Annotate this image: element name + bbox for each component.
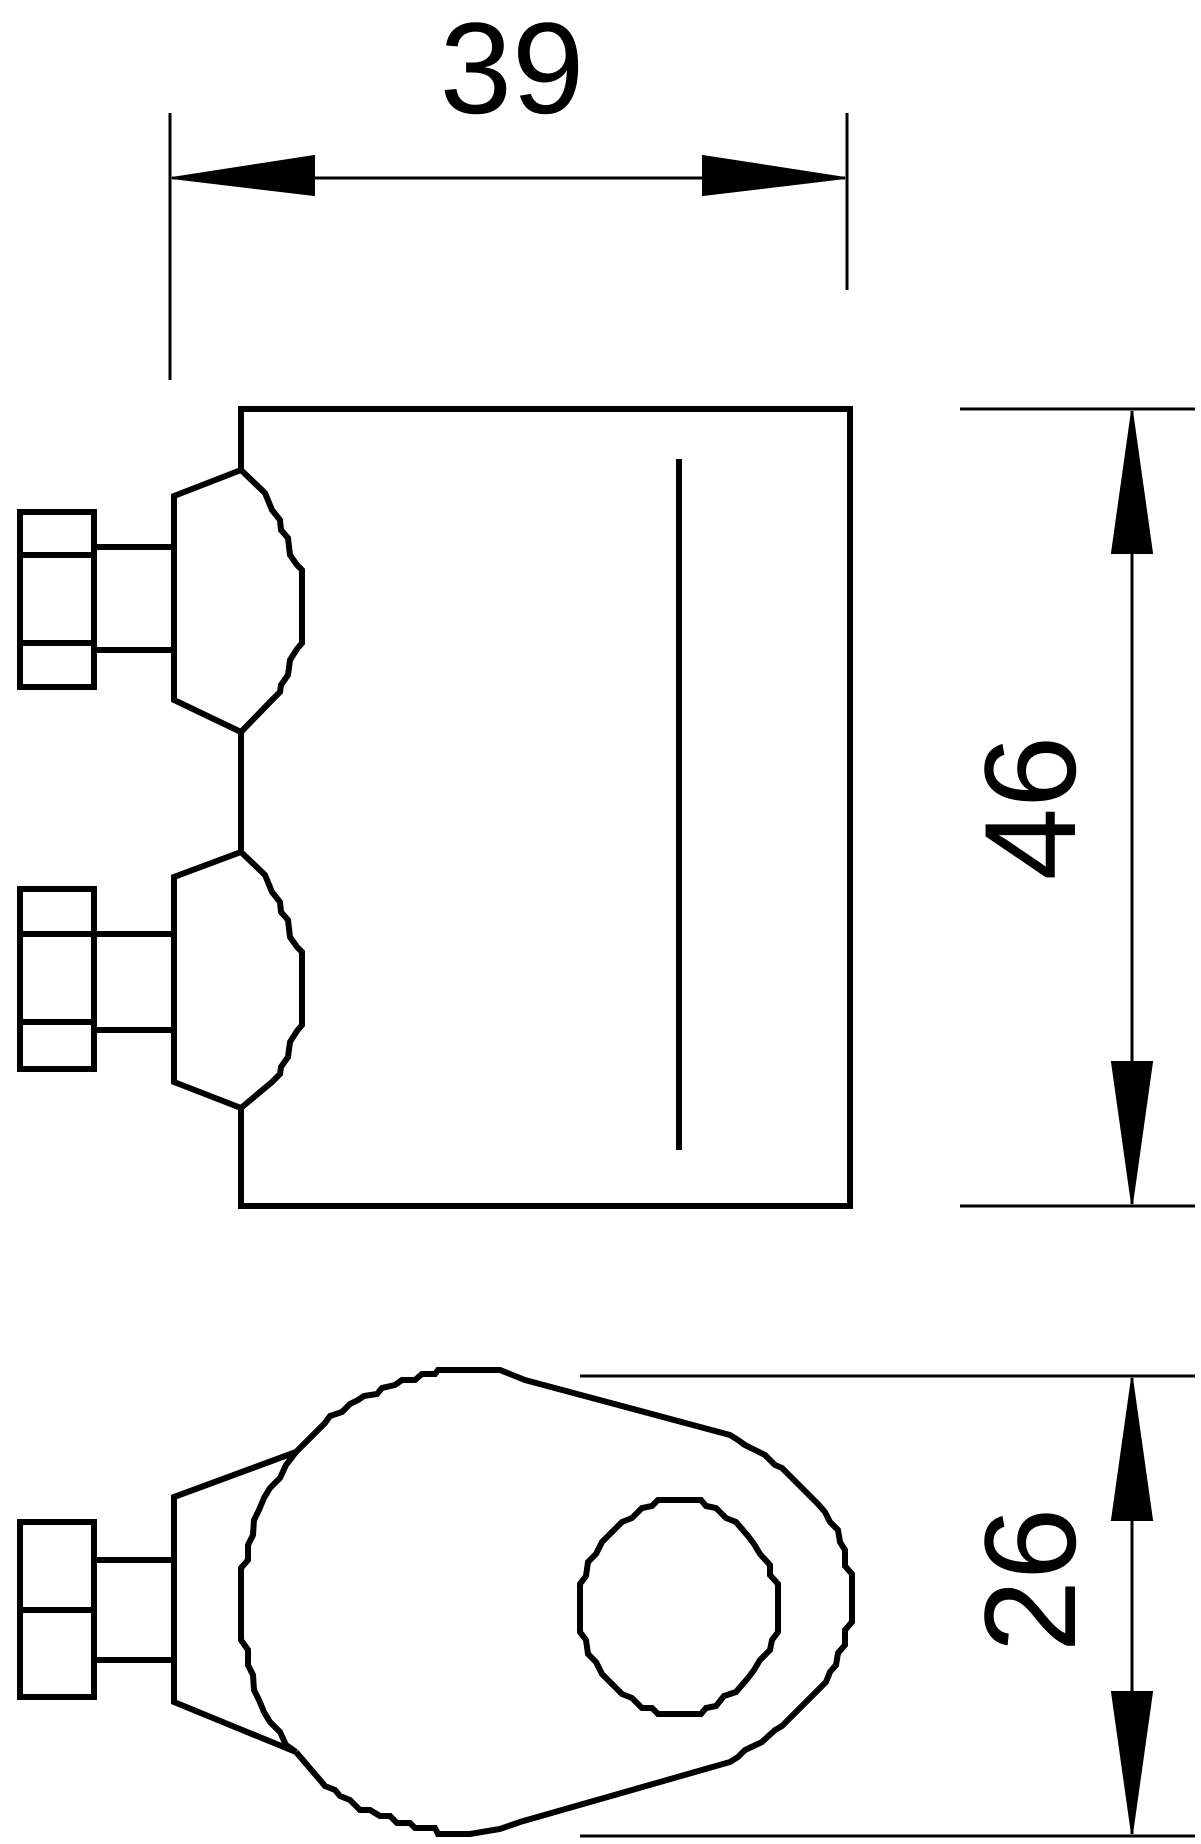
- height-label: 46: [957, 736, 1103, 881]
- bolt-hole: [577, 1497, 781, 1717]
- saddle-inner-curve: [238, 1450, 299, 1755]
- depth-dimension: 26: [580, 1374, 1195, 1838]
- upper-screw: [17, 509, 174, 690]
- lower-screw: [17, 886, 174, 1072]
- lower-clamp-lobe: [238, 849, 305, 1111]
- top-view: [17, 1367, 855, 1837]
- width-arrow-left: [171, 154, 315, 197]
- upper-screw-head: [17, 509, 97, 690]
- top-screw: [17, 1519, 174, 1700]
- height-arrow-top: [1110, 410, 1154, 554]
- clamp-top-outline: [293, 1367, 855, 1837]
- height-arrow-bottom: [1110, 1061, 1154, 1205]
- depth-arrow-bottom: [1110, 1691, 1154, 1835]
- width-label: 39: [440, 0, 585, 141]
- upper-pressure-plate: [171, 467, 243, 735]
- front-view: [17, 406, 853, 1209]
- height-dimension: 46: [957, 407, 1195, 1208]
- width-arrow-right: [702, 154, 846, 197]
- width-dimension: 39: [168, 0, 849, 380]
- clamp-body-outline: [238, 406, 853, 1209]
- lower-pressure-plate: [171, 849, 243, 1111]
- lower-screw-head: [17, 886, 97, 1072]
- depth-label: 26: [957, 1508, 1103, 1653]
- top-pressure-plate: [171, 1449, 298, 1755]
- depth-arrow-top: [1110, 1377, 1154, 1521]
- upper-clamp-lobe: [238, 467, 305, 735]
